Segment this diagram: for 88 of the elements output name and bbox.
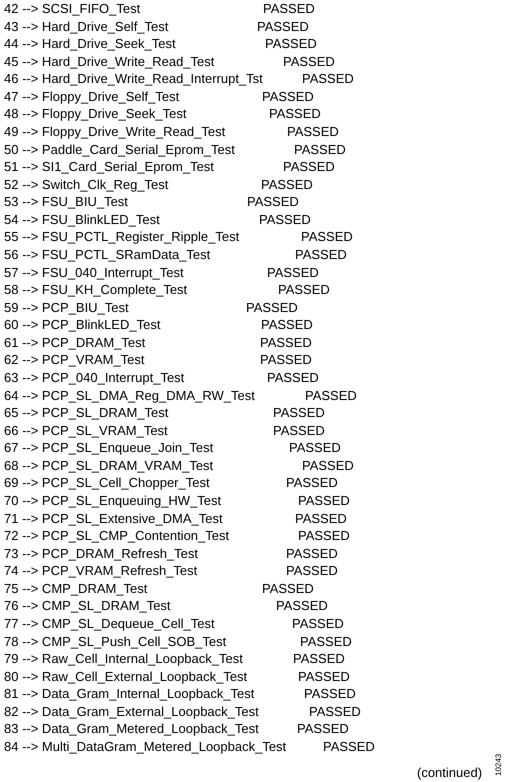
test-result: PASSED bbox=[283, 159, 335, 174]
test-name: 73 --> PCP_DRAM_Refresh_Test bbox=[4, 546, 198, 561]
test-result: PASSED bbox=[287, 124, 339, 139]
test-result: PASSED bbox=[301, 229, 353, 244]
test-name: 46 --> Hard_Drive_Write_Read_Interrupt_Tst bbox=[4, 71, 263, 86]
figure-number: 10243 bbox=[494, 754, 503, 776]
test-result: PASSED bbox=[286, 475, 338, 490]
test-result: PASSED bbox=[278, 282, 330, 298]
test-name: 82 --> Data_Gram_External_Loopback_Test bbox=[4, 704, 259, 719]
test-result: PASSED bbox=[261, 176, 313, 192]
test-name: 51 --> SI1_Card_Serial_Eprom_Test bbox=[4, 159, 214, 174]
test-name: 71 --> PCP_SL_Extensive_DMA_Test bbox=[4, 510, 223, 526]
test-name: 68 --> PCP_SL_DRAM_VRAM_Test bbox=[4, 458, 214, 473]
test-result: PASSED bbox=[304, 686, 356, 702]
test-result: PASSED bbox=[309, 704, 361, 719]
continued-note: (continued) bbox=[417, 765, 482, 780]
test-name: 52 --> Switch_Clk_Reg_Test bbox=[4, 176, 168, 192]
test-name: 58 --> FSU_KH_Complete_Test bbox=[4, 282, 188, 298]
test-name: 57 --> FSU_040_Interrupt_Test bbox=[4, 264, 184, 280]
test-result: PASSED bbox=[292, 616, 344, 631]
test-result: PASSED bbox=[298, 528, 350, 544]
test-name: 47 --> Floppy_Drive_Self_Test bbox=[4, 88, 180, 104]
test-name: 53 --> FSU_BIU_Test bbox=[4, 194, 128, 210]
test-result: PASSED bbox=[262, 88, 314, 104]
test-result: PASSED bbox=[273, 422, 325, 438]
test-name: 76 --> CMP_SL_DRAM_Test bbox=[4, 598, 171, 614]
test-result: PASSED bbox=[246, 300, 298, 315]
test-name: 55 --> FSU_PCTL_Register_Ripple_Test bbox=[4, 229, 240, 244]
test-result: PASSED bbox=[302, 458, 354, 473]
test-name: 83 --> Data_Gram_Metered_Loopback_Test bbox=[4, 721, 259, 736]
test-result: PASSED bbox=[261, 317, 313, 332]
test-result: PASSED bbox=[276, 598, 328, 614]
test-name: 81 --> Data_Gram_Internal_Loopback_Test bbox=[4, 686, 254, 702]
test-name: 67 --> PCP_SL_Enqueue_Join_Test bbox=[4, 440, 214, 456]
test-name: 79 --> Raw_Cell_Internal_Loopback_Test bbox=[4, 651, 243, 666]
test-name: 74 --> PCP_VRAM_Refresh_Test bbox=[4, 563, 198, 578]
test-result: PASSED bbox=[286, 563, 338, 578]
test-result: PASSED bbox=[300, 634, 352, 649]
test-result: PASSED bbox=[293, 651, 345, 666]
test-result: PASSED bbox=[297, 721, 349, 736]
test-name: 63 --> PCP_040_Interrupt_Test bbox=[4, 370, 184, 385]
test-result: PASSED bbox=[247, 194, 299, 210]
test-result: PASSED bbox=[302, 71, 354, 86]
test-name: 64 --> PCP_SL_DMA_Reg_DMA_RW_Test bbox=[4, 388, 255, 403]
test-name: 44 --> Hard_Drive_Seek_Test bbox=[4, 36, 176, 52]
test-result: PASSED bbox=[283, 54, 335, 69]
test-name: 60 --> PCP_BlinkLED_Test bbox=[4, 317, 160, 332]
test-result: PASSED bbox=[257, 18, 309, 34]
test-name: 50 --> Paddle_Card_Serial_Eprom_Test bbox=[4, 142, 235, 157]
test-name: 66 --> PCP_SL_VRAM_Test bbox=[4, 422, 168, 438]
test-result: PASSED bbox=[273, 405, 325, 420]
test-result: PASSED bbox=[263, 1, 315, 16]
test-result: PASSED bbox=[289, 440, 341, 456]
test-name: 84 --> Multi_DataGram_Metered_Loopback_Test bbox=[4, 738, 286, 754]
test-result: PASSED bbox=[295, 510, 347, 526]
test-result: PASSED bbox=[323, 738, 375, 754]
test-name: 80 --> Raw_Cell_External_Loopback_Test bbox=[4, 668, 248, 684]
test-result: PASSED bbox=[295, 246, 347, 262]
test-name: 45 --> Hard_Drive_Write_Read_Test bbox=[4, 54, 214, 69]
test-name: 48 --> Floppy_Drive_Seek_Test bbox=[4, 106, 186, 122]
test-name: 65 --> PCP_SL_DRAM_Test bbox=[4, 405, 168, 420]
test-result: PASSED bbox=[260, 352, 312, 368]
test-name: 61 --> PCP_DRAM_Test bbox=[4, 334, 146, 350]
test-name: 77 --> CMP_SL_Dequeue_Cell_Test bbox=[4, 616, 215, 631]
test-name: 62 --> PCP_VRAM_Test bbox=[4, 352, 145, 368]
test-name: 69 --> PCP_SL_Cell_Chopper_Test bbox=[4, 475, 210, 490]
test-result: PASSED bbox=[260, 334, 312, 350]
test-name: 78 --> CMP_SL_Push_Cell_SOB_Test bbox=[4, 634, 226, 649]
test-result: PASSED bbox=[294, 142, 346, 157]
test-name: 70 --> PCP_SL_Enqueuing_HW_Test bbox=[4, 492, 222, 508]
test-result: PASSED bbox=[269, 106, 321, 122]
test-name: 49 --> Floppy_Drive_Write_Read_Test bbox=[4, 124, 226, 139]
test-name: 59 --> PCP_BIU_Test bbox=[4, 300, 129, 315]
test-result: PASSED bbox=[286, 546, 338, 561]
test-name: 54 --> FSU_BlinkLED_Test bbox=[4, 212, 160, 227]
test-result: PASSED bbox=[267, 370, 319, 385]
test-result: PASSED bbox=[259, 212, 311, 227]
test-name: 56 --> FSU_PCTL_SRamData_Test bbox=[4, 246, 210, 262]
test-result: PASSED bbox=[305, 388, 357, 403]
test-result: PASSED bbox=[298, 668, 350, 684]
test-name: 42 --> SCSI_FIFO_Test bbox=[4, 1, 140, 16]
test-name: 43 --> Hard_Drive_Self_Test bbox=[4, 18, 168, 34]
test-name: 72 --> PCP_SL_CMP_Contention_Test bbox=[4, 528, 230, 544]
test-result: PASSED bbox=[265, 36, 317, 52]
test-result: PASSED bbox=[267, 264, 319, 280]
test-result: PASSED bbox=[262, 580, 314, 596]
test-result: PASSED bbox=[298, 492, 350, 508]
test-name: 75 --> CMP_DRAM_Test bbox=[4, 580, 148, 596]
